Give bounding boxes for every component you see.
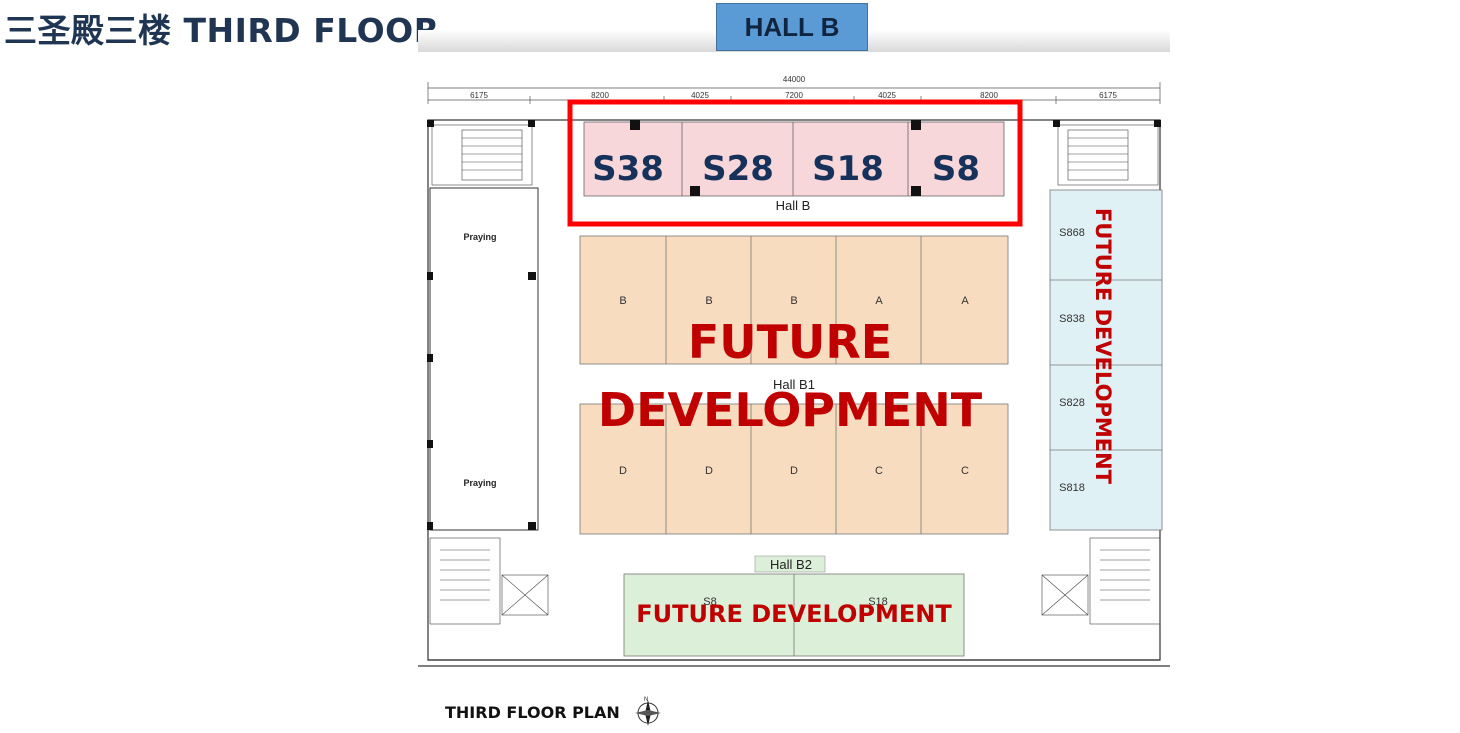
side-unit-label: S818: [1059, 482, 1085, 494]
compass-north-label: N: [644, 697, 648, 703]
hall-b-highlight-frame: [567, 99, 1023, 227]
room-label: A: [875, 295, 883, 307]
unit-label-s28: S28: [702, 149, 774, 189]
room-label: C: [961, 465, 969, 477]
floor-plan: 44000 6175 8200 4025 7200 4025 8200 6175…: [418, 75, 1170, 667]
room-label: B: [619, 295, 626, 307]
future-development-side: FUTURE DEVELOPMENT: [1091, 208, 1115, 485]
dimension-segment: 4025: [878, 91, 896, 100]
hall-b-label: Hall B: [776, 198, 811, 213]
dimension-segment: 7200: [785, 91, 803, 100]
praying-label: Praying: [463, 232, 496, 242]
room-label: B: [705, 295, 712, 307]
dimension-segment: 6175: [1099, 91, 1117, 100]
dimension-total: 44000: [783, 75, 806, 84]
room-label: D: [790, 465, 798, 477]
side-unit-label: S838: [1059, 313, 1085, 325]
room-label: A: [961, 295, 969, 307]
room-label: C: [875, 465, 883, 477]
future-development-center-line1: FUTURE: [688, 315, 892, 369]
praying-hall: [429, 187, 539, 531]
hall-b1-label: Hall B1: [773, 377, 815, 392]
stairs-bottom-right: [1041, 537, 1161, 625]
room-label: D: [619, 465, 627, 477]
dimension-segment: 8200: [980, 91, 998, 100]
compass-icon: N: [635, 697, 661, 726]
future-development-center-line2: DEVELOPMENT: [598, 383, 983, 437]
page-title: 三圣殿三楼 THIRD FLOOR: [4, 11, 440, 50]
b2-unit-label: S18: [868, 596, 888, 608]
unit-label-s18: S18: [812, 149, 884, 189]
side-units: [1049, 189, 1163, 531]
dimension-segment: 6175: [470, 91, 488, 100]
hall-b-tab[interactable]: HALL B: [716, 3, 868, 51]
praying-label: Praying: [463, 478, 496, 488]
side-unit-label: S828: [1059, 397, 1085, 409]
floor-plan-caption: THIRD FLOOR PLAN: [445, 703, 620, 722]
hall-b2-units: [623, 555, 965, 657]
hall-b2-label: Hall B2: [770, 557, 812, 572]
future-development-bottom: FUTURE DEVELOPMENT: [636, 600, 952, 628]
unit-label-s8: S8: [932, 149, 980, 189]
unit-label-s38: S38: [592, 149, 664, 189]
stairs-top-left: [431, 124, 533, 186]
stairs-top-right: [1057, 124, 1159, 186]
side-unit-label: S868: [1059, 227, 1085, 239]
hall-b-units: [583, 120, 1005, 197]
room-label: B: [790, 295, 797, 307]
b2-unit-label: S8: [703, 596, 716, 608]
room-label: D: [705, 465, 713, 477]
hall-b1-row-2: [579, 403, 1009, 535]
dimension-segment: 4025: [691, 91, 709, 100]
dimension-segment: 8200: [591, 91, 609, 100]
stairs-bottom-left: [429, 537, 549, 625]
hall-b1-row-1: [579, 235, 1009, 365]
